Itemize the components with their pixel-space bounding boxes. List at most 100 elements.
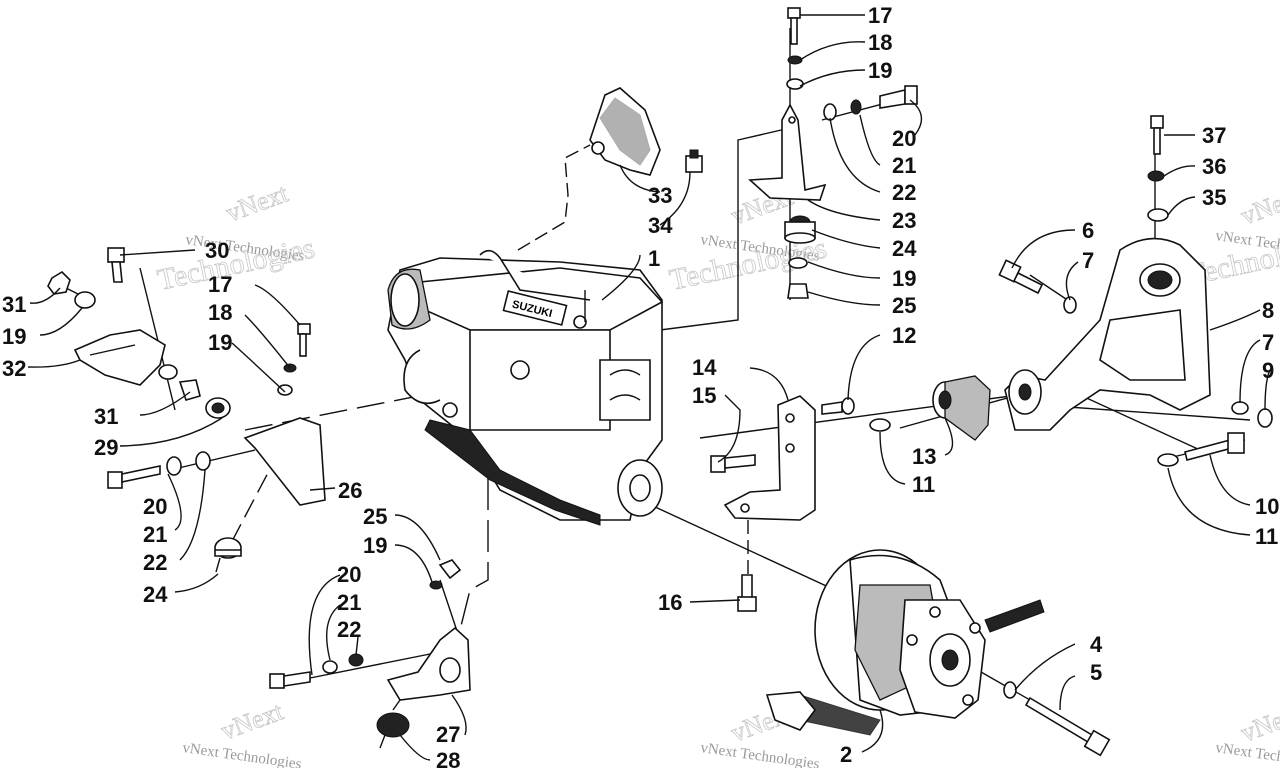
bolt-15[interactable]	[710, 454, 756, 473]
mount-bracket-32[interactable]	[73, 329, 166, 386]
watermark-line: vNext Technologies	[699, 740, 820, 768]
washer-stack-top[interactable]	[786, 55, 918, 121]
washer-18-19-left[interactable]	[277, 363, 297, 396]
callout-31: 31	[2, 292, 26, 317]
callout-20: 20	[337, 562, 361, 587]
mount-bracket-33[interactable]	[589, 87, 661, 176]
callout-35: 35	[1202, 185, 1226, 210]
washer-36-35[interactable]	[1147, 170, 1169, 222]
bolt-12[interactable]	[821, 397, 855, 415]
callout-21: 21	[892, 153, 916, 178]
callout-21: 21	[143, 522, 167, 547]
callout-30: 30	[205, 238, 229, 263]
watermark-brand: vNext	[1237, 698, 1280, 747]
callout-29: 29	[94, 435, 118, 460]
nut-25-low[interactable]	[438, 559, 462, 580]
callout-34: 34	[648, 213, 673, 238]
callout-31: 31	[94, 404, 118, 429]
callout-19: 19	[2, 324, 26, 349]
mount-bracket-14[interactable]	[723, 395, 816, 521]
nut-31-top[interactable]	[47, 270, 71, 295]
bolt-20-low[interactable]	[269, 671, 311, 689]
bolt-10[interactable]	[1184, 432, 1245, 461]
isolator-24-top[interactable]	[784, 215, 816, 299]
callout-19: 19	[868, 58, 892, 83]
callout-7: 7	[1262, 330, 1274, 355]
bolt-37[interactable]	[1150, 115, 1164, 155]
callout-14: 14	[692, 355, 717, 380]
callout-22: 22	[892, 180, 916, 205]
callout-17: 17	[208, 272, 232, 297]
callout-26: 26	[338, 478, 362, 503]
bolt-5[interactable]	[1024, 696, 1111, 757]
watermark-line: vNext Technologies	[181, 740, 302, 768]
callout-5: 5	[1090, 660, 1102, 685]
callout-27: 27	[436, 722, 460, 747]
bolt-30[interactable]	[107, 247, 125, 283]
washer-11[interactable]	[869, 418, 1179, 467]
watermark-brand: vNext	[1237, 181, 1280, 230]
washer-19-mid[interactable]	[158, 364, 178, 380]
isolator-28[interactable]	[376, 699, 410, 749]
watermark-brand: vNext	[217, 696, 287, 745]
callout-labels: 1 33 34 17 18 19 20 21 22 23 24 19 25 37…	[2, 3, 1279, 768]
callout-1: 1	[648, 246, 660, 271]
callout-6: 6	[1082, 218, 1094, 243]
isolator-24-left[interactable]	[214, 537, 242, 573]
callout-9: 9	[1262, 358, 1274, 383]
clip-34[interactable]	[685, 149, 703, 173]
callout-18: 18	[868, 30, 892, 55]
drive-clutch[interactable]	[765, 549, 1045, 736]
washer-nut-7-9[interactable]	[1231, 401, 1273, 428]
callout-11: 11	[912, 472, 935, 497]
watermark-brand: vNext	[222, 178, 292, 227]
bolt-6[interactable]	[998, 259, 1044, 295]
mount-bracket-26[interactable]	[243, 417, 326, 506]
callout-36: 36	[1202, 154, 1226, 179]
bolt-17-left[interactable]	[297, 323, 311, 357]
callout-19: 19	[208, 330, 232, 355]
callout-25: 25	[363, 504, 387, 529]
callout-33: 33	[648, 183, 672, 208]
callout-22: 22	[337, 617, 361, 642]
callout-17: 17	[868, 3, 892, 28]
bolt-20-left[interactable]	[107, 465, 161, 489]
rear-bracket-8[interactable]	[1004, 237, 1211, 431]
callout-24: 24	[892, 236, 917, 261]
callout-12: 12	[892, 323, 916, 348]
bolt-17-top[interactable]	[787, 7, 801, 45]
washer-7[interactable]	[1063, 296, 1077, 314]
washer-4[interactable]	[1003, 681, 1017, 699]
isolator-13[interactable]	[932, 375, 991, 441]
callout-18: 18	[208, 300, 232, 325]
washer-19-left-top[interactable]	[74, 291, 96, 309]
washers-21-22-left[interactable]	[166, 451, 211, 476]
callout-leaders	[27, 14, 1271, 761]
washer-19-low[interactable]	[429, 580, 443, 590]
callout-28: 28	[436, 748, 460, 768]
isolator-29[interactable]	[205, 397, 231, 419]
callout-15: 15	[692, 383, 716, 408]
bolt-16[interactable]	[737, 574, 757, 612]
callout-7: 7	[1082, 248, 1094, 273]
callout-19: 19	[892, 266, 916, 291]
callout-4: 4	[1090, 632, 1103, 657]
callout-25: 25	[892, 293, 916, 318]
engine-bracket-23[interactable]	[748, 103, 827, 201]
mount-bracket-27[interactable]	[386, 626, 471, 701]
callout-13: 13	[912, 444, 936, 469]
callout-23: 23	[892, 208, 916, 233]
callout-2: 2	[840, 742, 852, 767]
callout-16: 16	[658, 590, 682, 615]
callout-32: 32	[2, 356, 26, 381]
callout-8: 8	[1262, 298, 1274, 323]
callout-21: 21	[337, 590, 361, 615]
washers-21-22-low[interactable]	[322, 653, 364, 674]
callout-19: 19	[363, 533, 387, 558]
callout-24: 24	[143, 582, 168, 607]
callout-10: 10	[1255, 494, 1279, 519]
callout-20: 20	[892, 126, 916, 151]
engine-assembly[interactable]: SUZUKI	[387, 249, 664, 526]
callout-11: 11	[1255, 524, 1278, 549]
